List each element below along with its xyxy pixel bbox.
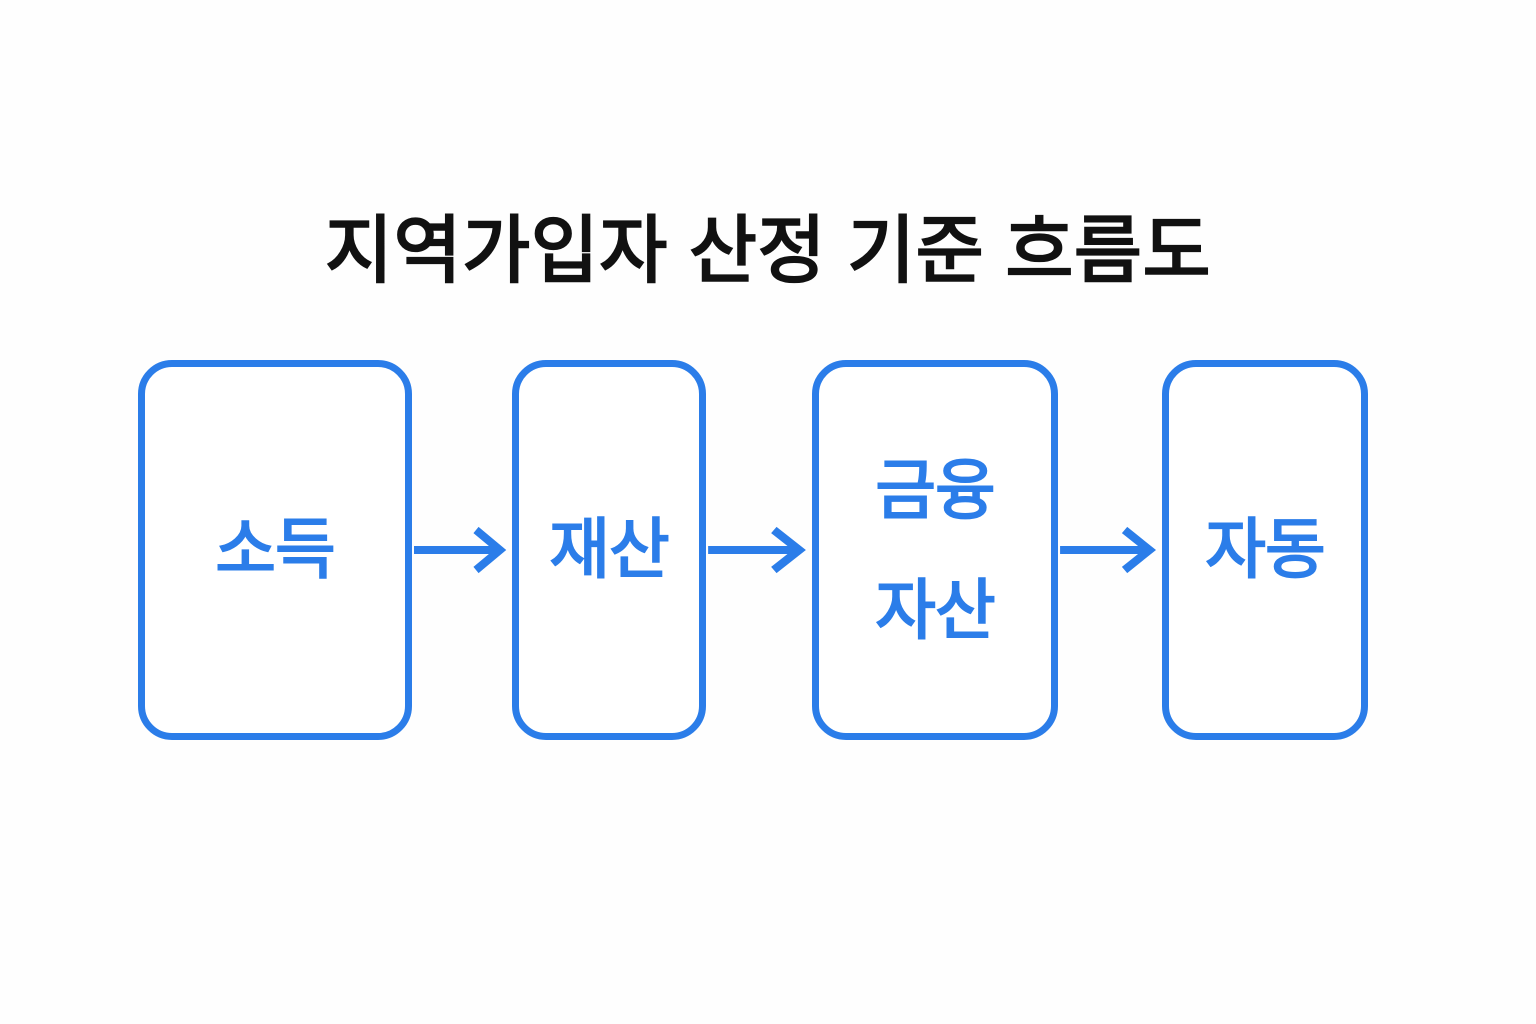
flow-node-financial-assets[interactable]: 금융 자산: [812, 360, 1058, 740]
flowchart: 소득 재산 금융 자산: [138, 360, 1368, 740]
flow-node-label: 자동: [1205, 512, 1325, 587]
flow-node-label: 금융 자산: [875, 452, 995, 647]
arrow-right-icon: [1058, 520, 1162, 580]
arrow-right-icon: [706, 520, 812, 580]
flow-node-property[interactable]: 재산: [512, 360, 706, 740]
flow-node-vehicle[interactable]: 자동: [1162, 360, 1368, 740]
flow-node-label: 재산: [549, 512, 669, 587]
flow-node-label: 소득: [215, 512, 335, 587]
page-title: 지역가입자 산정 기준 흐름도: [324, 208, 1212, 292]
flow-node-income[interactable]: 소득: [138, 360, 412, 740]
arrow-right-icon: [412, 520, 512, 580]
